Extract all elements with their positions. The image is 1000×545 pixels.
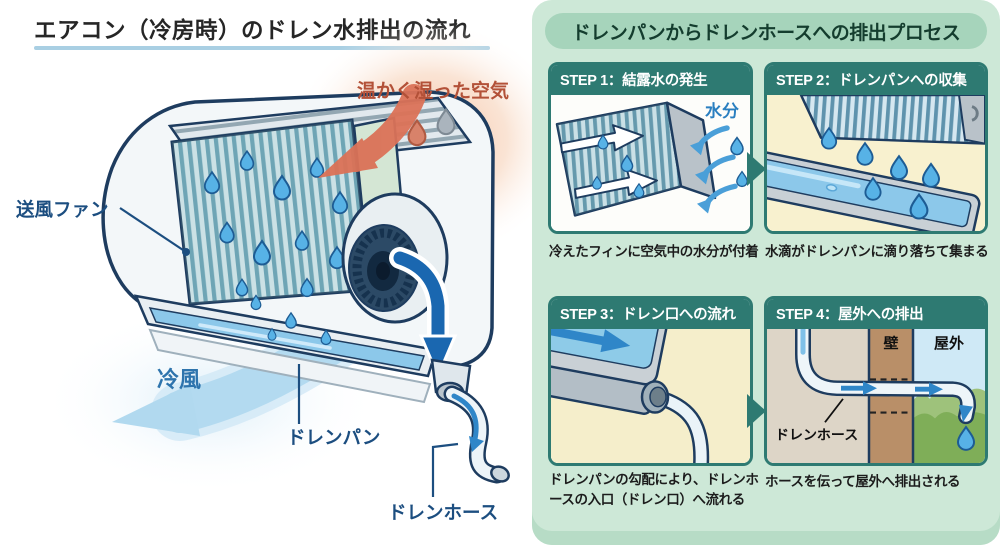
drain-pan <box>133 294 438 378</box>
step-4-caption: ホースを伝って屋外へ排出される <box>765 474 961 489</box>
step-3-card: STEP 3：ドレン口への流れ <box>548 296 753 466</box>
step-1-title: STEP 1：結露水の発生 <box>551 65 750 95</box>
wall-label: 壁 <box>884 335 899 353</box>
step-3-title: STEP 3：ドレン口への流れ <box>551 299 750 329</box>
fins <box>799 95 985 145</box>
label-pointer-lines <box>119 207 459 497</box>
step-1-image: 水分 <box>551 95 750 231</box>
step-3-caption: ドレンパンの勾配により、ドレンホースの入口（ドレン口）へ流れる <box>549 472 759 508</box>
step-1-card: STEP 1：結露水の発生 <box>548 62 753 234</box>
step-4-image: 壁 屋外 ドレンホース <box>767 329 985 463</box>
air-outlet-flap <box>148 328 432 404</box>
drain-flow-arrow <box>389 247 458 380</box>
cool-air-label: 冷風 <box>157 367 202 392</box>
step-4-card: STEP 4：屋外への排出 <box>764 296 988 466</box>
step-2-card: STEP 2：ドレンパンへの収集 <box>764 62 988 234</box>
step1-to-step2-arrow-icon <box>747 152 766 186</box>
water-flow-arrow <box>600 329 631 353</box>
fan-label: 送風ファン <box>16 199 109 220</box>
warm-air-arrow <box>318 84 426 178</box>
title-underline <box>34 46 490 50</box>
hose-label: ドレンホース <box>775 428 858 443</box>
step-2-caption: 水滴がドレンパンに滴り落ちて集まる <box>765 244 989 259</box>
process-panel: ドレンパンからドレンホースへの排出プロセス STEP 1：結露水の発生 <box>532 0 1000 545</box>
humidity-drops <box>407 107 456 147</box>
step-3-image <box>551 329 750 463</box>
step3-to-step4-arrow-icon <box>747 394 766 428</box>
drain-pan-tray <box>551 329 670 415</box>
drain-hose-label: ドレンホース <box>388 502 499 523</box>
flow-arrows <box>841 381 973 423</box>
outdoor-label: 屋外 <box>934 335 964 353</box>
moisture-label: 水分 <box>705 101 739 121</box>
warm-air-label: 温かく湿った空気 <box>357 81 510 102</box>
step-4-title: STEP 4：屋外への排出 <box>767 299 985 329</box>
ac-unit-illustration <box>40 20 532 497</box>
drain-hose <box>430 358 510 484</box>
process-header: ドレンパンからドレンホースへの排出プロセス <box>545 13 987 49</box>
ac-overview-panel: エアコン（冷房時）のドレン水排出の流れ <box>16 18 532 523</box>
step-2-image <box>767 95 985 231</box>
step-2-title: STEP 2：ドレンパンへの収集 <box>767 65 985 95</box>
step-1-caption: 冷えたフィンに空気中の水分が付着 <box>549 244 759 259</box>
drain-pan-label: ドレンパン <box>287 427 381 448</box>
